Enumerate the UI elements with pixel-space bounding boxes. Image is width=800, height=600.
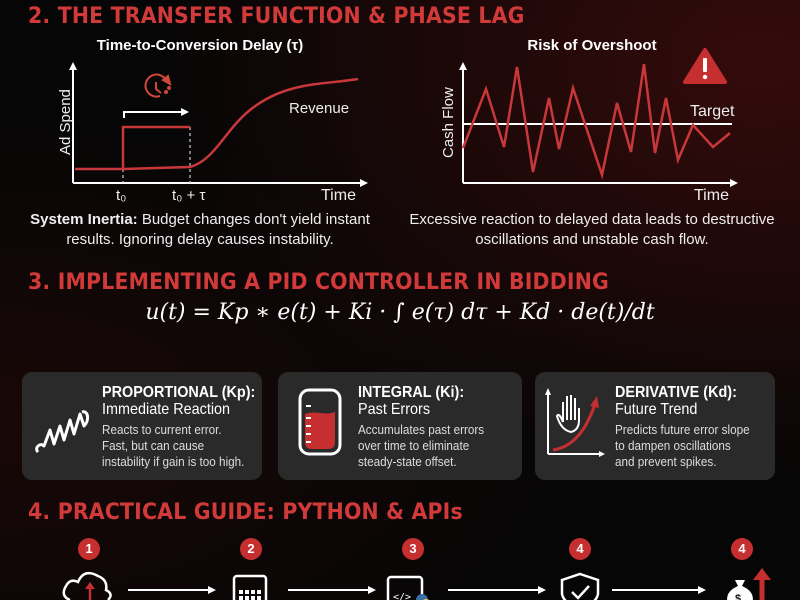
caption-bold: System Inertia: [30,211,138,228]
step-number: 4 [569,538,591,560]
step-number: 4 [731,538,753,560]
card-subtitle: Past Errors [358,401,431,418]
card-subtitle: Immediate Reaction [102,401,231,418]
overshoot-chart [459,48,738,187]
delay-chart-title: Time-to-Conversion Delay (τ) [96,37,304,54]
code-python-icon: </> [386,575,429,600]
step-number: 3 [402,538,424,560]
steps-flow: </> $ [62,568,771,600]
card-description: Reacts to current error.Fast, but can ca… [102,422,245,469]
overshoot-chart-title: Risk of Overshoot [527,37,657,54]
hand-trend-icon [545,388,605,457]
ad-spend-step-line [75,125,190,171]
revenue-curve [122,77,359,171]
svg-text:</>: </> [393,592,411,600]
svg-text:$: $ [735,593,741,600]
revenue-label: Revenue [289,100,350,117]
overshoot-caption: Excessive reaction to delayed data leads… [409,211,775,248]
cash-flow-oscillation-line [461,63,731,180]
ad-spend-axis-label: Ad Spend [57,89,74,155]
section-3-title: 3. IMPLEMENTING A PID CONTROLLER IN BIDD… [28,270,609,295]
delay-arrow [123,111,183,118]
t0-label: t₀ [116,187,127,204]
step-number: 2 [240,538,262,560]
money-bag-up-icon: $ [727,568,771,600]
step-number: 1 [78,538,100,560]
warning-icon [683,48,727,84]
y-axis-arrow [69,62,77,70]
target-label: Target [690,103,735,120]
card-heading: DERIVATIVE (Kd): [615,384,737,401]
card-subtitle: Future Trend [615,401,698,418]
section-2-title: 2. THE TRANSFER FUNCTION & PHASE LAG [28,4,525,29]
spring-icon [35,410,90,454]
beaker-icon [298,388,342,456]
clock-delay-icon [144,73,172,98]
pid-formula: u(t) = Kp ∗ e(t) + Ki · ∫ e(τ) dτ + Kd ·… [0,300,800,325]
derivative-card: DERIVATIVE (Kd): Future Trend Predicts f… [535,372,775,480]
section-4-title: 4. PRACTICAL GUIDE: PYTHON & APIs [28,500,463,525]
card-heading: PROPORTIONAL (Kp): [102,384,256,401]
t0-tau-label: t₀ + τ [172,187,206,204]
caption-text: Budget changes don't yield instant resul… [66,211,370,248]
card-heading: INTEGRAL (Ki): [358,384,465,401]
pid-formula-text: u(t) = Kp ∗ e(t) + Ki · ∫ e(τ) dτ + Kd ·… [145,300,655,325]
delay-chart [69,62,368,187]
cloud-upload-icon [62,571,112,600]
delay-time-label: Time [321,187,356,204]
cash-flow-axis-label: Cash Flow [440,87,457,158]
calculator-icon [232,574,268,600]
delay-caption: System Inertia: Budget changes don't yie… [10,210,390,250]
shield-check-icon [560,572,600,600]
x-axis-arrow [360,179,368,187]
integral-card: INTEGRAL (Ki): Past Errors Accumulates p… [278,372,522,480]
proportional-card: PROPORTIONAL (Kp): Immediate Reaction Re… [22,372,262,480]
overshoot-time-label: Time [694,187,729,204]
